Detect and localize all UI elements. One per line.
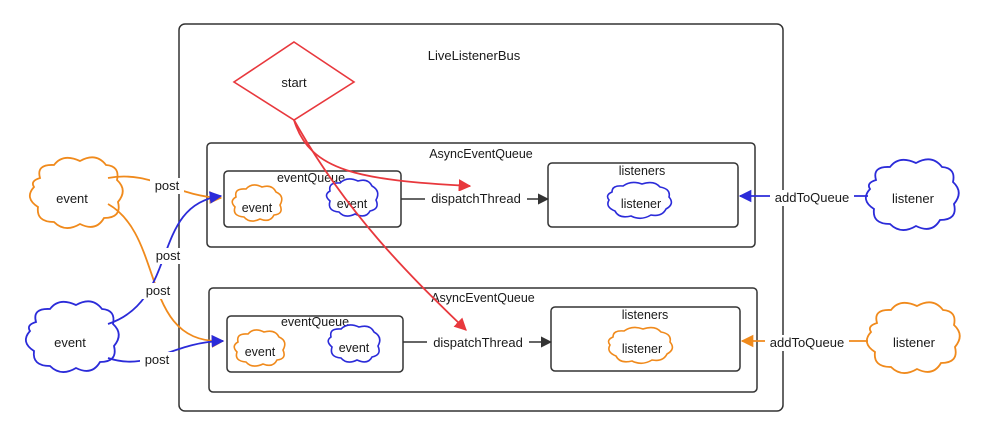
queue-2-event-blue-label: event — [339, 341, 370, 355]
queue-2-listener-orange-label: listener — [622, 342, 662, 356]
external-listener-orange-label: listener — [893, 335, 936, 350]
add-to-queue-label-1: addToQueue — [775, 190, 849, 205]
start-label: start — [281, 75, 307, 90]
async-event-queue-1 — [206, 142, 756, 248]
queue-1-listener-blue-label: listener — [621, 197, 661, 211]
queue-1-event-orange — [231, 184, 283, 222]
source-event-orange — [28, 156, 124, 229]
source-event-blue-label: event — [54, 335, 86, 350]
edge-start-to-dispatch-1 — [293, 119, 472, 192]
post-label-3: post — [146, 283, 171, 298]
queue-2-listener-orange — [607, 326, 674, 365]
async-event-queue-2-title: AsyncEventQueue — [431, 291, 535, 305]
queue-2-event-orange-label: event — [245, 345, 276, 359]
edge-start-to-dispatch-2 — [293, 119, 467, 331]
external-listener-orange — [865, 301, 961, 374]
edge-post-orange-to-queue-2 — [107, 203, 225, 348]
listeners-label-2: listeners — [622, 308, 669, 322]
listeners-label-1: listeners — [619, 164, 666, 178]
queue-2-event-blue — [327, 324, 381, 363]
async-event-queue-1-title: AsyncEventQueue — [429, 147, 533, 161]
source-event-blue — [24, 300, 120, 373]
queue-1-event-blue-label: event — [337, 197, 368, 211]
dispatch-thread-label-2: dispatchThread — [433, 335, 523, 350]
dispatch-thread-label-1: dispatchThread — [431, 191, 521, 206]
external-listener-blue-label: listener — [892, 191, 935, 206]
post-label-1: post — [155, 178, 180, 193]
queue-1-event-orange-label: event — [242, 201, 273, 215]
queue-2-event-orange — [233, 329, 286, 367]
live-listener-bus-title: LiveListenerBus — [428, 48, 521, 63]
post-label-2: post — [156, 248, 181, 263]
source-event-orange-label: event — [56, 191, 88, 206]
add-to-queue-label-2: addToQueue — [770, 335, 844, 350]
external-listener-blue — [864, 158, 960, 231]
event-queue-box-2 — [226, 315, 404, 373]
queue-1-listener-blue — [606, 181, 673, 220]
event-queue-label-2: eventQueue — [281, 315, 349, 329]
post-label-4: post — [145, 352, 170, 367]
queue-1-event-blue — [325, 178, 379, 217]
live-listener-bus-box — [178, 23, 784, 412]
